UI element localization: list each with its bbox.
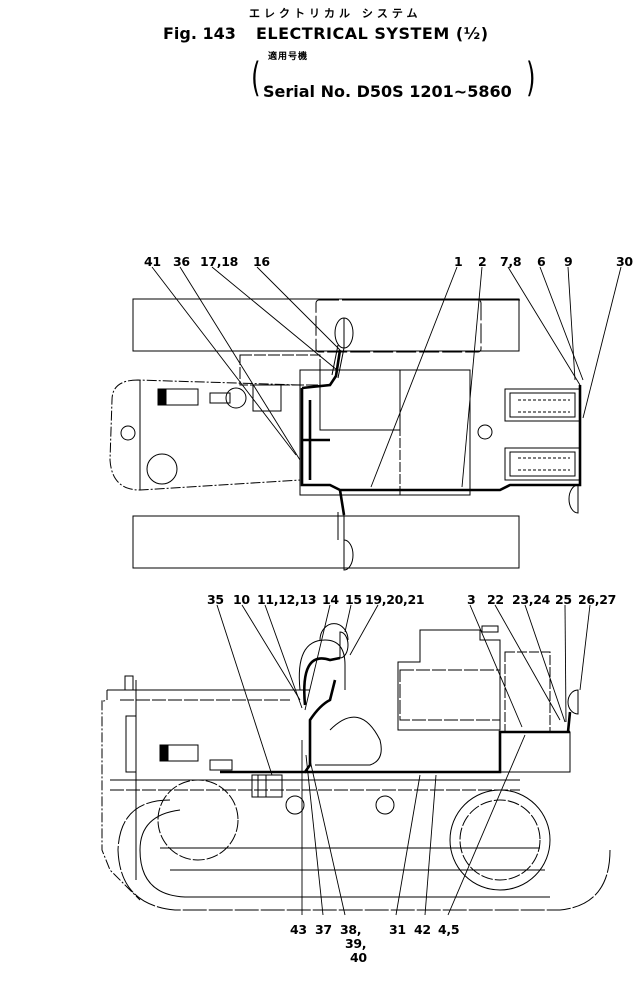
callout-36: 36 bbox=[173, 254, 190, 269]
callout-1: 1 bbox=[454, 254, 463, 269]
callout-43: 43 bbox=[290, 922, 307, 937]
top-harness bbox=[300, 349, 582, 516]
callout-31: 31 bbox=[389, 922, 406, 937]
figure-title: ELECTRICAL SYSTEM (½) bbox=[256, 24, 489, 43]
callout-37: 37 bbox=[315, 922, 332, 937]
callout-4-5: 4,5 bbox=[438, 922, 460, 937]
serial-range: Serial No. D50S 1201~5860 bbox=[263, 82, 512, 101]
kana-title: エレクトリカル システム bbox=[249, 7, 422, 20]
callout-17-18: 17,18 bbox=[200, 254, 239, 269]
callout-22: 22 bbox=[487, 592, 504, 607]
right-paren: ) bbox=[526, 55, 536, 101]
callout-15: 15 bbox=[345, 592, 362, 607]
callout-30: 30 bbox=[616, 254, 633, 269]
callout-11-12-13: 11,12,13 bbox=[257, 592, 317, 607]
callout-7-8: 7,8 bbox=[500, 254, 522, 269]
applicable-label: 適用号機 bbox=[268, 52, 309, 62]
callout-41: 41 bbox=[144, 254, 161, 269]
side-harness bbox=[220, 656, 572, 774]
side-leaders bbox=[216, 604, 591, 916]
upper-track bbox=[132, 298, 520, 352]
top-leaders bbox=[151, 266, 622, 488]
callout-35: 35 bbox=[207, 592, 224, 607]
callout-38: 38, bbox=[340, 922, 362, 937]
lower-track bbox=[132, 515, 520, 569]
callout-23-24: 23,24 bbox=[512, 592, 551, 607]
callout-42: 42 bbox=[414, 922, 431, 937]
left-paren: ( bbox=[251, 55, 261, 101]
callout-19-20-21: 19,20,21 bbox=[365, 592, 425, 607]
figure-number: Fig. 143 bbox=[163, 24, 236, 43]
callout-40: 40 bbox=[350, 950, 367, 965]
top-view bbox=[109, 298, 581, 571]
callout-6: 6 bbox=[537, 254, 546, 269]
callout-25: 25 bbox=[555, 592, 572, 607]
callout-14: 14 bbox=[322, 592, 339, 607]
callout-26-27: 26,27 bbox=[578, 592, 617, 607]
callout-10: 10 bbox=[233, 592, 250, 607]
callout-2: 2 bbox=[478, 254, 487, 269]
callout-16: 16 bbox=[253, 254, 270, 269]
callout-9: 9 bbox=[564, 254, 573, 269]
side-view bbox=[101, 623, 611, 911]
callout-39: 39, bbox=[345, 936, 367, 951]
callout-3: 3 bbox=[467, 592, 476, 607]
